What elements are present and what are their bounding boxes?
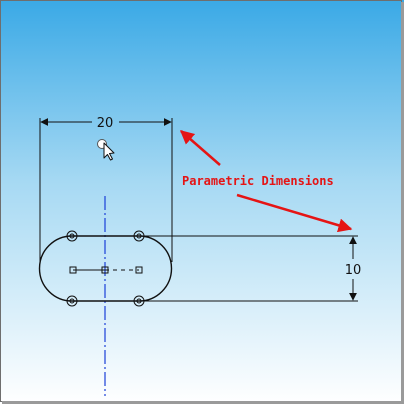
- height-dimension[interactable]: 10: [140, 235, 362, 302]
- width-dimension-value[interactable]: 20: [97, 116, 114, 131]
- mouse-pointer-icon: [97, 139, 115, 161]
- tangent-points[interactable]: [66, 230, 145, 307]
- tangent-point-bottom-left[interactable]: [66, 295, 78, 307]
- frame-shadow-bottom: [2, 401, 404, 404]
- annotation-arrow-width: [179, 130, 221, 166]
- arc-center-point-right[interactable]: [135, 266, 143, 274]
- annotation-callout: Parametric Dimensions: [179, 130, 353, 233]
- annotation-arrow-height: [236, 193, 353, 233]
- width-dimension[interactable]: 20: [39, 116, 173, 262]
- slot-construction[interactable]: [69, 266, 143, 274]
- tangent-point-top-left[interactable]: [66, 230, 78, 242]
- tangent-point-bottom-right[interactable]: [133, 295, 145, 307]
- height-dimension-value[interactable]: 10: [345, 263, 362, 278]
- annotation-label: Parametric Dimensions: [182, 174, 334, 188]
- slot-midpoint[interactable]: [101, 266, 109, 274]
- slot-profile[interactable]: [38, 235, 173, 302]
- arc-center-point-left[interactable]: [69, 266, 77, 274]
- tangent-point-top-right[interactable]: [133, 230, 145, 242]
- frame-shadow-right: [401, 2, 404, 404]
